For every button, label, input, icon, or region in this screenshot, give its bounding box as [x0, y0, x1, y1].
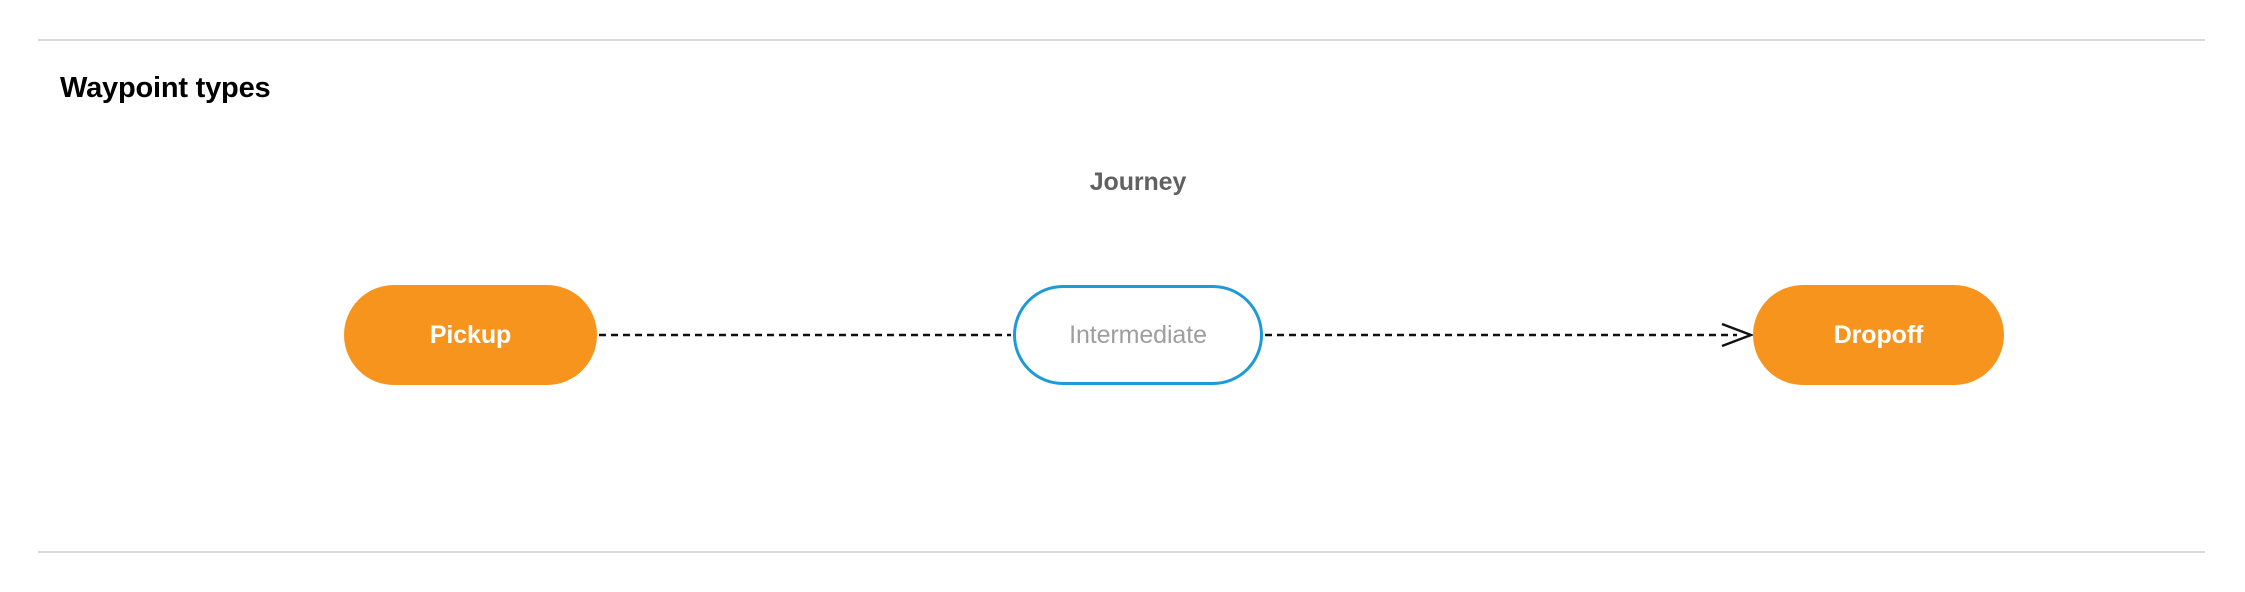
- arrowhead-icon: [1721, 322, 1755, 348]
- section-divider-top: [38, 39, 2205, 41]
- journey-group-label: Journey: [1089, 168, 1187, 196]
- waypoint-node-dropoff[interactable]: Dropoff: [1753, 285, 2004, 385]
- waypoint-node-pickup-label: Pickup: [429, 320, 512, 349]
- page-title: Waypoint types: [60, 72, 271, 104]
- section-divider-bottom: [38, 551, 2205, 553]
- waypoint-node-dropoff-label: Dropoff: [1833, 320, 1924, 349]
- waypoint-node-intermediate-label: Intermediate: [1069, 320, 1207, 349]
- waypoint-node-pickup[interactable]: Pickup: [344, 285, 597, 385]
- waypoint-node-intermediate[interactable]: Intermediate: [1013, 285, 1263, 385]
